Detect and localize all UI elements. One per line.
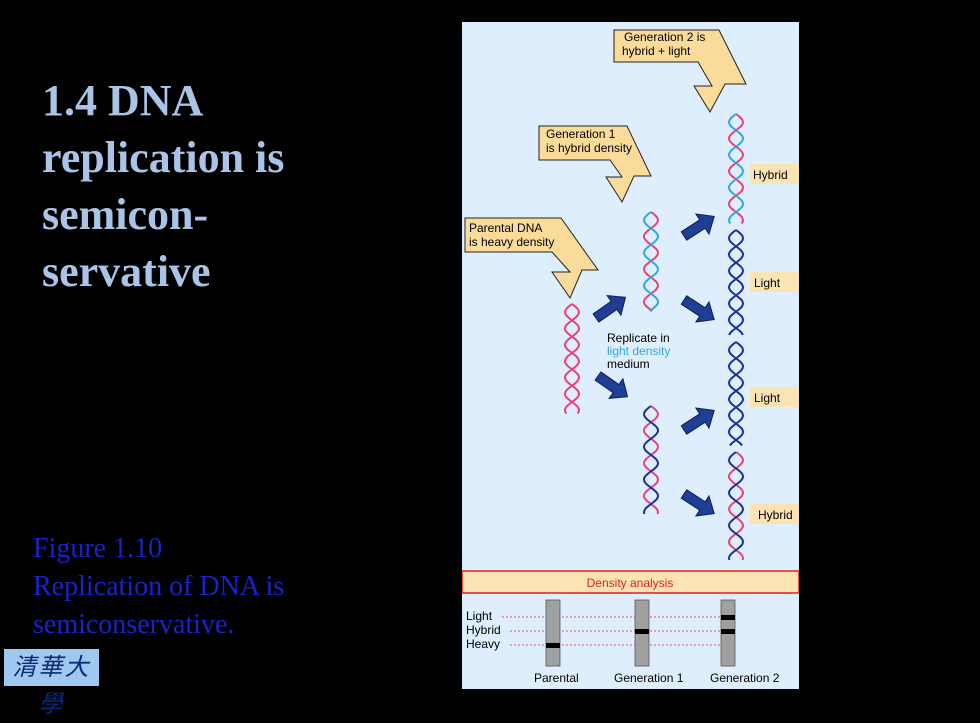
helix-gen2-hybrid-top [727, 113, 745, 225]
tube-parental [545, 599, 561, 667]
density-tubes [545, 599, 736, 667]
parental-callout: Parental DNA is heavy density [464, 217, 599, 300]
caption-line: Replication of DNA is [33, 571, 285, 602]
gen2-callout-line2: hybrid + light [622, 44, 691, 58]
row-label-hybrid: Hybrid [466, 623, 501, 637]
column-label-parental: Parental [534, 671, 579, 685]
helix-gen2-hybrid-bottom [727, 451, 745, 561]
gen2-labels: Hybrid Light Light Hybrid [750, 164, 799, 524]
gen2-label-light-2: Light [754, 391, 781, 405]
gen1-callout: Generation 1 is hybrid density [538, 125, 652, 204]
gen2-callout: Generation 2 is hybrid + light [613, 29, 747, 114]
gen2-label-light-1: Light [754, 276, 781, 290]
medium-label-line2: light density [607, 344, 670, 358]
gen1-callout-line1: Generation 1 [546, 127, 616, 141]
replication-figure: Generation 2 is hybrid + light Generatio… [462, 22, 799, 689]
replication-diagram: Generation 2 is hybrid + light Generatio… [462, 29, 799, 685]
gen1-callout-line2: is hybrid density [546, 141, 632, 155]
arrow-gen1-to-gen2-3 [680, 407, 715, 435]
helix-gen2-light-1 [727, 229, 745, 336]
title-line: replication is [42, 133, 285, 182]
dna-helices [563, 113, 745, 561]
row-label-heavy: Heavy [466, 637, 500, 651]
band-generation-1-hybrid [635, 629, 649, 634]
medium-label-line3: medium [607, 357, 650, 371]
title-line: 1.4 DNA [42, 76, 204, 125]
band-parental-heavy [546, 643, 560, 648]
replication-arrows [592, 213, 715, 517]
density-analysis-header [462, 570, 799, 594]
figure-caption: Figure 1.10 Replication of DNA is semico… [33, 530, 333, 644]
arrow-parental-to-gen1-bottom [594, 371, 629, 400]
caption-line: Figure 1.10 [33, 533, 163, 564]
density-analysis-title: Density analysis [587, 576, 674, 590]
band-generation-2-light [721, 615, 735, 620]
row-label-light: Light [466, 609, 493, 623]
gen2-callout-line1: Generation 2 is [624, 30, 705, 44]
gen2-label-hybrid-top: Hybrid [753, 168, 788, 182]
parental-callout-line1: Parental DNA [469, 221, 542, 235]
caption-line: semiconservative. [33, 609, 235, 640]
medium-label-line1: Replicate in [607, 331, 670, 345]
gen2-label-hybrid-bottom: Hybrid [758, 508, 793, 522]
arrow-gen1-to-gen2-4 [680, 489, 715, 517]
arrow-gen1-to-gen2-1 [680, 213, 715, 241]
helix-gen2-light-2 [727, 341, 745, 447]
column-label-generation-1: Generation 1 [614, 671, 684, 685]
university-logo: 清華大學 [4, 649, 99, 718]
arrow-parental-to-gen1-top [592, 294, 627, 323]
density-rows: Light Hybrid Heavy [466, 609, 734, 651]
slide-title: 1.4 DNA replication is semicon- servativ… [42, 72, 342, 300]
helix-parental [563, 303, 581, 415]
arrow-gen1-to-gen2-2 [680, 295, 715, 323]
helix-gen1-bottom [642, 405, 660, 515]
helix-gen1-top [642, 211, 660, 312]
band-generation-2-hybrid [721, 629, 735, 634]
column-label-generation-2: Generation 2 [710, 671, 780, 685]
title-line: semicon- [42, 190, 209, 239]
parental-callout-line2: is heavy density [469, 235, 554, 249]
title-line: servative [42, 247, 211, 296]
